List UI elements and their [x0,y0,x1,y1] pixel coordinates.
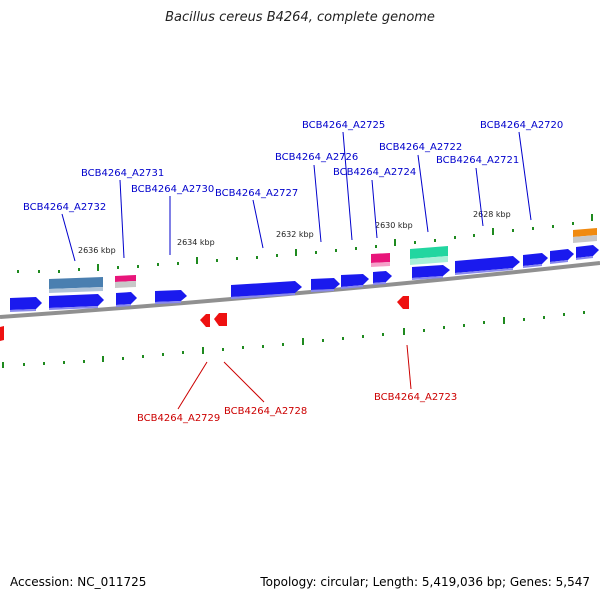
gene-block[interactable] [573,228,597,243]
genome-title: Bacillus cereus B4264, complete genome [165,10,435,25]
gene-label[interactable]: BCB4264_A2730 [131,184,214,195]
gene-arrow[interactable] [311,278,340,292]
gene-label[interactable]: BCB4264_A2731 [81,168,164,179]
gene-arrow[interactable] [550,249,574,264]
gene-arrow[interactable] [116,292,137,307]
gene-block[interactable] [371,253,390,267]
gene-arrow[interactable] [0,326,4,341]
gene-arrow[interactable] [200,314,210,327]
reverse-leader-lines [177,344,412,410]
gene-label[interactable]: BCB4264_A2722 [379,142,462,153]
colored-genes [49,228,597,293]
gene-arrow[interactable] [49,294,104,310]
gene-label[interactable]: BCB4264_A2721 [436,155,519,166]
gene-arrow[interactable] [155,290,187,304]
reverse-gene-labels: BCB4264_A2729 BCB4264_A2728 BCB4264_A272… [137,392,457,424]
gene-arrow[interactable] [412,265,450,280]
gene-arrow[interactable] [576,245,599,260]
kbp-label-2636: 2636 kbp [78,246,116,255]
gene-arrow[interactable] [523,253,548,268]
gene-arrow[interactable] [10,297,42,312]
kbp-label-2634: 2634 kbp [177,238,215,247]
gene-block[interactable] [115,275,136,288]
gene-label[interactable]: BCB4264_A2726 [275,152,358,163]
gene-arrow[interactable] [373,271,392,285]
upper-tick-row [17,214,593,273]
gene-label[interactable]: BCB4264_A2728 [224,406,307,417]
lower-tick-row [2,311,585,368]
gene-arrow[interactable] [231,281,302,299]
gene-arrow[interactable] [214,313,227,326]
gene-label[interactable]: BCB4264_A2725 [302,120,385,131]
kbp-label-2628: 2628 kbp [473,210,511,219]
forward-gene-labels: BCB4264_A2732 BCB4264_A2731 BCB4264_A273… [23,120,563,213]
gene-label[interactable]: BCB4264_A2723 [374,392,457,403]
forward-genes [10,245,599,312]
gene-label[interactable]: BCB4264_A2729 [137,413,220,424]
gene-arrow[interactable] [397,296,409,309]
kbp-label-2632: 2632 kbp [276,230,314,239]
gene-label[interactable]: BCB4264_A2732 [23,202,106,213]
genome-summary-text: Topology: circular; Length: 5,419,036 bp… [260,575,590,589]
gene-label[interactable]: BCB4264_A2720 [480,120,563,131]
forward-leader-lines [61,131,532,262]
accession-text: Accession: NC_011725 [10,575,147,589]
gene-arrow[interactable] [341,274,369,289]
gene-arrow[interactable] [455,256,520,275]
gene-label[interactable]: BCB4264_A2724 [333,167,416,178]
gene-block[interactable] [410,246,448,265]
genome-backbone [0,261,600,319]
gene-block[interactable] [49,277,103,293]
kbp-label-2630: 2630 kbp [375,221,413,230]
reverse-genes [0,296,409,341]
gene-label[interactable]: BCB4264_A2727 [215,188,298,199]
